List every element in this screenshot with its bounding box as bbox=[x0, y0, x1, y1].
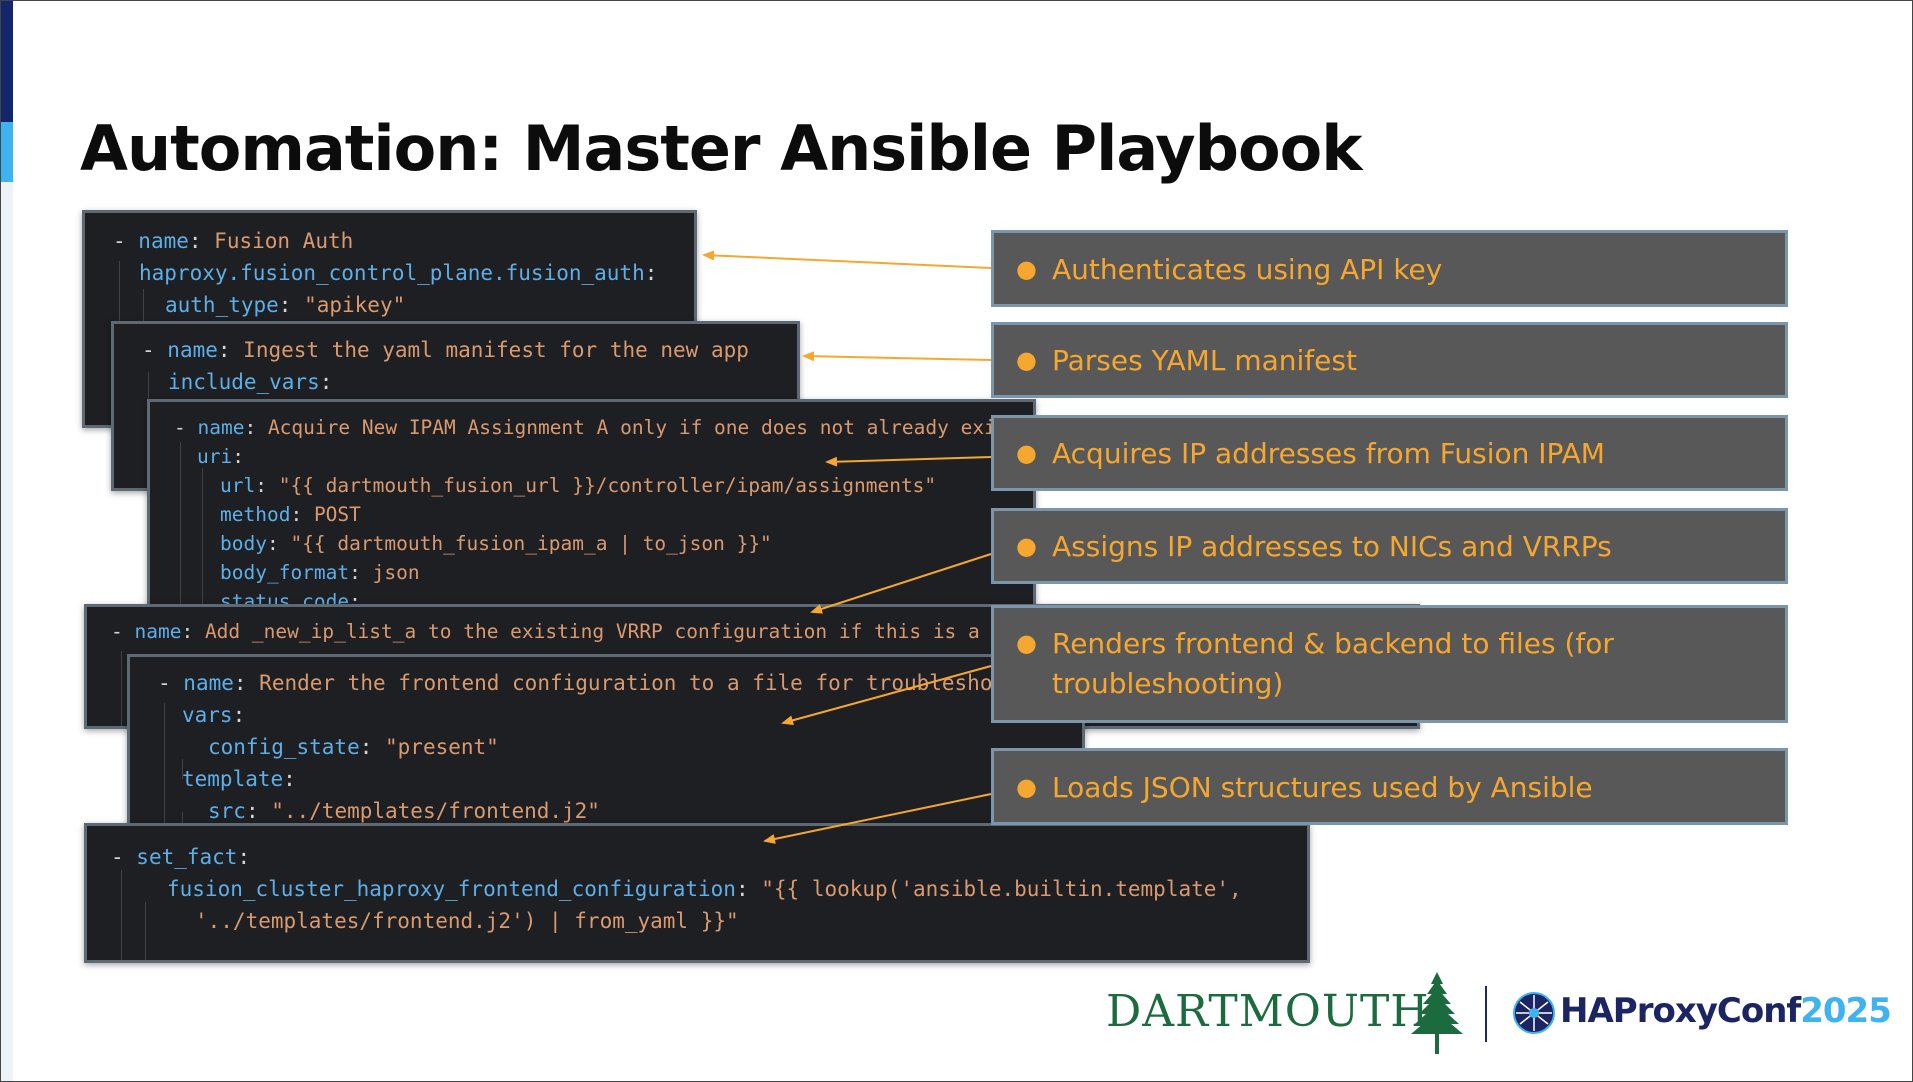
code-line: - name: Render the frontend configuratio… bbox=[158, 671, 993, 695]
code-line: - name: Add _new_ip_list_a to the existi… bbox=[111, 620, 980, 643]
haproxyconf-logo-text: HAProxyConf2025 bbox=[1560, 991, 1892, 1031]
code-line: include_vars: bbox=[168, 370, 333, 394]
arrow-renders-frontend bbox=[781, 665, 992, 726]
code-line: - name: Acquire New IPAM Assignment A on… bbox=[174, 416, 996, 439]
code-line: uri: bbox=[197, 445, 244, 468]
code-line: template: bbox=[182, 767, 296, 791]
bullet-icon: ● bbox=[1016, 773, 1037, 801]
code-block-set-fact: - set_fact: fusion_cluster_haproxy_front… bbox=[84, 823, 1310, 963]
haproxy-globe-icon bbox=[1513, 992, 1555, 1034]
callout-acquires-ip: ● Acquires IP addresses from Fusion IPAM bbox=[991, 415, 1788, 491]
pine-tree-icon bbox=[1411, 972, 1463, 1054]
arrow-acquires-ip bbox=[825, 456, 992, 467]
code-block-acquire-ipam: - name: Acquire New IPAM Assignment A on… bbox=[147, 399, 1036, 619]
callout-text: Authenticates using API key bbox=[1052, 253, 1443, 286]
code-line: auth_type: "apikey" bbox=[165, 293, 406, 317]
code-line: body: "{{ dartmouth_fusion_ipam_a | to_j… bbox=[220, 532, 772, 555]
code-line: haproxy.fusion_control_plane.fusion_auth… bbox=[139, 261, 658, 285]
code-line: - set_fact: bbox=[111, 845, 251, 869]
callout-text: Loads JSON structures used by Ansible bbox=[1052, 771, 1593, 804]
bullet-icon: ● bbox=[1016, 532, 1037, 560]
arrow-parses-yaml bbox=[802, 351, 992, 362]
callout-authenticates: ● Authenticates using API key bbox=[991, 230, 1788, 307]
code-line: fusion_cluster_haproxy_frontend_configur… bbox=[167, 877, 1242, 901]
arrow-assigns-ip bbox=[810, 553, 992, 614]
bullet-icon: ● bbox=[1016, 346, 1037, 374]
code-line: - name: Fusion Auth bbox=[113, 229, 354, 253]
callout-text: Renders frontend & backend to files (for… bbox=[1052, 627, 1614, 700]
code-line: '../templates/frontend.j2') | from_yaml … bbox=[195, 909, 739, 933]
accent-bar-dark bbox=[0, 0, 13, 122]
code-line: body_format: json bbox=[220, 561, 420, 584]
code-line: - name: Ingest the yaml manifest for the… bbox=[142, 338, 749, 362]
arrow-loads-json bbox=[763, 793, 992, 844]
accent-bar-light bbox=[0, 122, 13, 182]
slide-title: Automation: Master Ansible Playbook bbox=[80, 112, 1362, 185]
dartmouth-logo-text: DARTMOUTH bbox=[1106, 986, 1430, 1037]
code-line: vars: bbox=[182, 703, 246, 727]
code-line: config_state: "present" bbox=[208, 735, 499, 759]
code-line: src: "../templates/frontend.j2" bbox=[208, 799, 600, 823]
bullet-icon: ● bbox=[1016, 255, 1037, 283]
callout-loads-json: ● Loads JSON structures used by Ansible bbox=[991, 748, 1788, 825]
arrow-authenticates bbox=[702, 250, 992, 269]
callout-assigns-ip: ● Assigns IP addresses to NICs and VRRPs bbox=[991, 508, 1788, 584]
code-line: url: "{{ dartmouth_fusion_url }}/control… bbox=[220, 474, 937, 497]
callout-text: Acquires IP addresses from Fusion IPAM bbox=[1052, 437, 1605, 470]
callout-text: Assigns IP addresses to NICs and VRRPs bbox=[1052, 530, 1612, 563]
callout-parses-yaml: ● Parses YAML manifest bbox=[991, 322, 1788, 398]
slide-accent-strip bbox=[0, 0, 13, 1082]
callout-renders-frontend: ● Renders frontend & backend to files (f… bbox=[991, 605, 1788, 723]
bullet-icon: ● bbox=[1016, 439, 1037, 467]
logo-divider bbox=[1485, 986, 1487, 1042]
bullet-icon: ● bbox=[1016, 629, 1037, 657]
code-line: method: POST bbox=[220, 503, 361, 526]
callout-text: Parses YAML manifest bbox=[1052, 344, 1357, 377]
